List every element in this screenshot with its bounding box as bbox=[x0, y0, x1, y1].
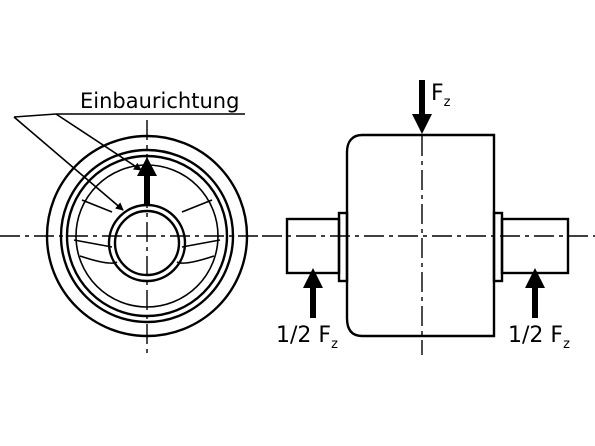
hub-outer bbox=[107, 203, 187, 283]
outer-ring bbox=[45, 134, 249, 338]
mounting-direction-arrow bbox=[137, 157, 157, 204]
side-view: Fz 1/2 Fz 1/2 Fz bbox=[262, 80, 595, 355]
left-shaft bbox=[285, 217, 341, 275]
outer-ring-inner-edge bbox=[59, 148, 235, 324]
wheel-body bbox=[345, 133, 496, 338]
force-top-label: Fz bbox=[431, 81, 451, 110]
force-right-label: 1/2 Fz bbox=[508, 323, 570, 352]
right-shaft bbox=[500, 217, 570, 275]
force-left-label: 1/2 Fz bbox=[276, 323, 338, 352]
label-leader-lines bbox=[13, 113, 245, 211]
force-right-arrow bbox=[525, 268, 545, 318]
front-view: Einbaurichtung bbox=[0, 89, 258, 358]
mounting-direction-label: Einbaurichtung bbox=[80, 89, 239, 113]
force-left-arrow bbox=[303, 268, 323, 318]
force-top-arrow bbox=[412, 80, 432, 134]
hub-inner bbox=[113, 209, 181, 277]
bearing-outer-ring bbox=[65, 154, 229, 318]
